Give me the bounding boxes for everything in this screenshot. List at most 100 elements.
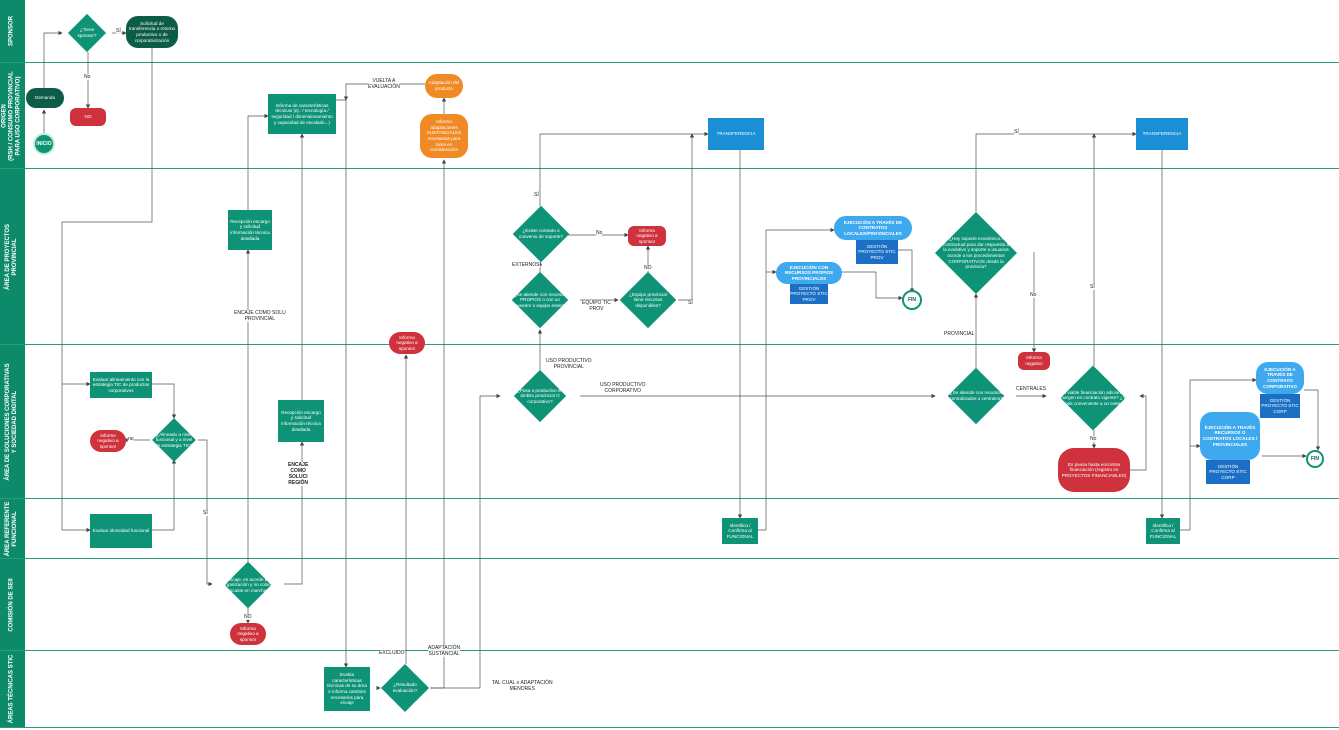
node-solicitud: Solicitud de transferencia o retorno pro…: [126, 16, 178, 48]
end-event-2: FIN: [1306, 450, 1324, 468]
edge-encaje-recep2: [284, 441, 305, 585]
node-gestion-corp-2: GESTIÓN PROYECTO STIC CORP: [1206, 460, 1250, 484]
edge-label-encaje-1: ENCAJE COMO SOLU PROVINCIAL: [234, 310, 286, 322]
edge-label-si: SÍ: [203, 510, 208, 516]
edge-label-si: SÍ: [688, 300, 693, 306]
decision-es-viable: ¿Es viable financiación adicional o marg…: [1046, 365, 1140, 431]
node-gestion-corp-1: GESTIÓN PROYECTO STIC CORP: [1260, 394, 1300, 418]
edge-label-uso-prov: USO PRODUCTIVO PROVINCIAL: [546, 358, 592, 370]
end-event-1: FIN: [902, 290, 922, 310]
edge-evaluar-alineado: [152, 383, 177, 419]
edge-label-no: No: [84, 74, 91, 80]
edge-label-no: no: [128, 436, 134, 442]
edge-ejec2-fin: [842, 271, 903, 301]
decision-propios-externo: ¿Se atiende con recursos PROPIOS o con u…: [500, 271, 580, 329]
edge-hay-trans: [975, 131, 1137, 212]
edge-identifica2-ejec: [1180, 377, 1257, 531]
lane-head: ÁREAS TÉCNICAS STIC: [0, 651, 25, 727]
decision-resultado-evaluacion: ¿Resultado evaluación?: [380, 663, 430, 713]
lane-origen: ORIGEN (RSH / CONSUMO PROVINCIAL PARA US…: [0, 63, 1339, 169]
node-evalua-caracteristicas: Evalúa características técnicas de su ár…: [324, 667, 370, 711]
edge-resultado-pasa: [430, 393, 501, 689]
node-evaluar-idoneidad: Evaluar idoneidad funcional: [90, 514, 152, 548]
node-informa-neg-sponsor-4: Informa negativo a sponsor: [230, 623, 266, 645]
edge-label-uso-corp: USO PRODUCTIVO CORPORATIVO: [600, 382, 646, 394]
edge-label-adaptacion-sust: ADAPTACIÓN SUSTANCIAL: [428, 645, 461, 657]
edge-label-si: SÍ: [534, 192, 539, 198]
edge-label-no: NO: [644, 265, 652, 271]
node-gestion-prov-2: GESTIÓN PROYECTO STIC PROV: [790, 284, 828, 304]
lane-head: COMISIÓN DE SEII: [0, 559, 25, 650]
lane-provincial: ÁREA DE PROYECTOS PROVINCIAL: [0, 169, 1339, 345]
node-transferencia-1: TRANSFERENCIA: [708, 118, 764, 150]
edge-label-no: NO: [244, 614, 252, 620]
node-informa-neg-sponsor-2: Informa negativo a sponsor: [389, 332, 425, 354]
node-transferencia-2: TRANSFERENCIA: [1136, 118, 1188, 150]
edge-corp-fin: [1304, 389, 1321, 451]
edge-label-no: No: [1030, 292, 1037, 298]
decision-tiene-sponsor: ¿Tiene sponsor?: [62, 13, 112, 53]
lane-head: ÁREA REFERENTE FUNCIONAL: [0, 499, 25, 558]
lane-comision: COMISIÓN DE SEII: [0, 559, 1339, 651]
node-en-pausa: En pausa hasta encontrar financiación (r…: [1058, 448, 1130, 492]
edge-equipo-si: [678, 133, 695, 301]
edge-ejec1-fin: [898, 249, 915, 293]
edge-label-excluido: EXCLUIDO: [379, 650, 405, 656]
edge-solicitud-evaluar: [61, 48, 153, 387]
node-recepcion-2: Recepción encargo y solicitud informació…: [278, 400, 324, 442]
node-no: NO: [70, 108, 106, 126]
lane-head: ÁREA DE PROYECTOS PROVINCIAL: [0, 169, 25, 344]
node-informe-neg-sponsor-3: Informe negativo a sponsor: [90, 430, 126, 452]
lane-head: ORIGEN (RSH / CONSUMO PROVINCIAL PARA US…: [0, 63, 25, 168]
edge-idoneidad-alineado: [152, 459, 177, 531]
node-informa-adaptaciones: Informa adaptaciones SUSTANCIALES necesa…: [420, 114, 468, 158]
edge-label-tal-cual: TAL CUAL o ADAPTACIÓN MENORES: [492, 680, 553, 692]
edge-identifica1-ejec: [758, 227, 835, 531]
decision-centrales: ¿Se atiende con recursos centralizados o…: [935, 367, 1017, 425]
node-demanda: Demanda: [26, 88, 64, 108]
node-ejec-contrato-corp: EJECUCIÓN A TRAVÉS DE CONTRATO CORPORATI…: [1256, 362, 1304, 394]
decision-equipo-provincial: ¿Equipo provincial tiene recursos dispon…: [618, 271, 678, 329]
node-ejec-contratos-locales: EJECUCIÓN A TRAVÉS RECURSOS O CONTRATOS …: [1200, 412, 1260, 460]
edge-label-no: No: [596, 230, 603, 236]
node-ejec-recursos-prov: EJECUCIÓN CON RECURSOS PROPIOS PROVINCIA…: [776, 262, 842, 284]
edge-label-externos: EXTERNOS: [512, 262, 540, 268]
edge-pausa-back: [1130, 393, 1147, 471]
node-evaluar-alineamiento: Evaluar alineamiento con la estrategia T…: [90, 372, 152, 398]
node-informa-negativo-1: Informa negativo: [1018, 352, 1050, 370]
lane-corporativa: ÁREA DE SOLUCIONES CORPORATIVAS Y SOCIED…: [0, 345, 1339, 499]
node-ejec-contratos-prov: EJECUCIÓN A TRAVÉS DE CONTRATOS LOCALES/…: [834, 216, 912, 240]
edge-label-centrales: CENTRALES: [1016, 386, 1047, 392]
lane-referente: ÁREA REFERENTE FUNCIONAL: [0, 499, 1339, 559]
edge-label-si: SÍ: [116, 28, 121, 34]
edge-label-si: SÍ: [1090, 284, 1095, 290]
decision-hay-soporte: ¿Hay soporte económico / contractual par…: [930, 211, 1022, 295]
edge-demanda-sponsor: [43, 30, 63, 88]
node-gestion-prov-1: GESTIÓN PROYECTO STIC PROV: [856, 240, 898, 264]
edge-label-provincial: PROVINCIAL: [944, 331, 975, 337]
node-recepcion-1: Recepción encargo y solicitud informació…: [228, 210, 272, 250]
lane-tecnicas: ÁREAS TÉCNICAS STIC: [0, 651, 1339, 728]
lane-head: SPONSOR: [0, 0, 25, 62]
lane-head: ÁREA DE SOLUCIONES CORPORATIVAS Y SOCIED…: [0, 345, 25, 498]
edge-label-equipo-tic: EQUIPO TIC PROV: [582, 300, 611, 312]
edge-recep1-informa: [247, 113, 269, 210]
decision-alineado: ¿Alineado a nivel funcional y a nivel de…: [146, 418, 202, 462]
start-event: INICIO: [33, 133, 55, 155]
edge-informa-evalua: [336, 99, 349, 668]
edge-label-vuelta: VUELTA A EVALUACIÓN: [368, 78, 400, 90]
node-informa-caracteristicas: Informa de características técnicas (ej.…: [268, 94, 336, 134]
edge-label-encaje-2: ENCAJE COMO SOLUCI REGIÓN: [288, 462, 309, 486]
decision-encaje-acorde: ¿Encaje, es acorde a la organización y n…: [212, 561, 284, 609]
node-identifica-2: Identifica / Confirma al FUNCIONAL: [1146, 518, 1180, 544]
decision-existe-contrato: ¿Existe contrato o convenio de soporte?: [510, 205, 572, 263]
node-informa-neg-sponsor-1: Informa negativo a sponsor: [628, 226, 666, 246]
edge-resultado-sust: [430, 159, 447, 689]
edge-existe-trans: [539, 131, 709, 206]
edge-label-no: No: [1090, 436, 1097, 442]
node-adaptacion: Adaptación del producto: [425, 74, 463, 98]
lane-sponsor: SPONSOR: [0, 0, 1339, 63]
node-identifica-1: Identifica / Confirma al FUNCIONAL: [722, 518, 758, 544]
